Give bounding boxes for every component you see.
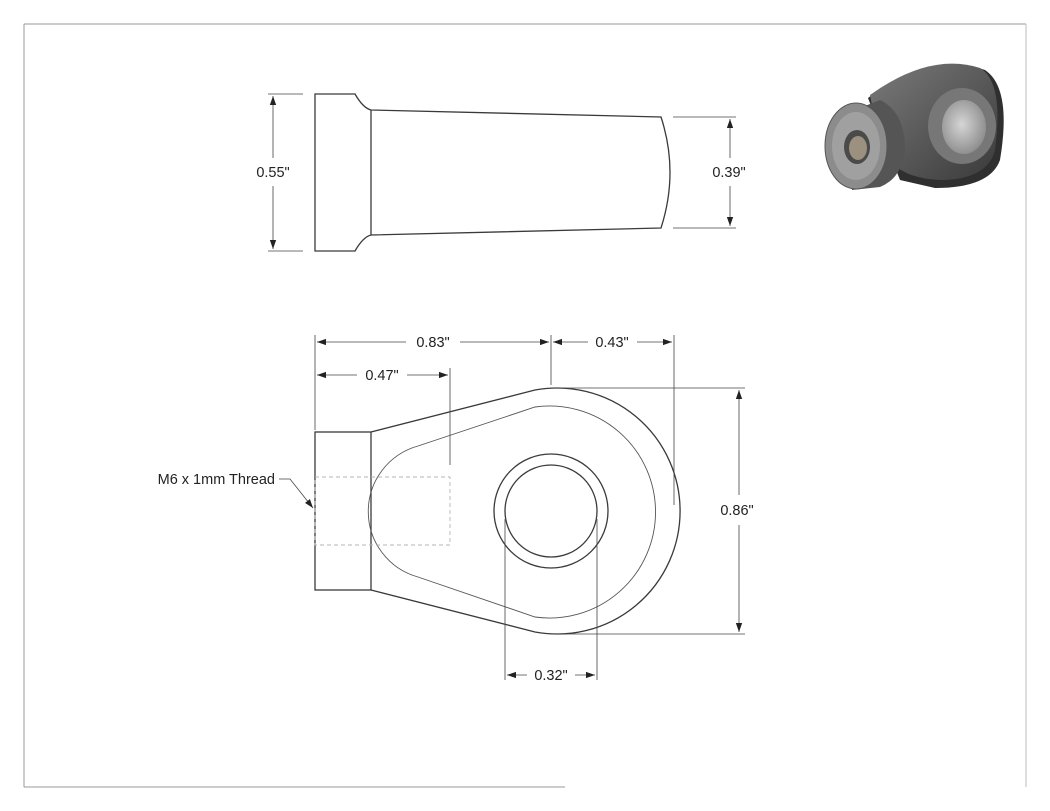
hidden-thread-bore [314,476,451,546]
dim-label-055: 0.55" [256,165,289,181]
dim-eye-offset-043: 0.43" [553,335,675,505]
dim-overall-083: 0.83" [314,335,552,430]
front-view-eye-hole-outer [493,453,609,569]
dim-label-086: 0.86" [720,503,753,519]
front-view-teardrop-inner [367,405,656,619]
top-view-outline [314,93,671,252]
rod-end-eye-3d-icon [824,63,1004,190]
dim-hole-032: 0.32" [504,519,598,684]
dim-eye-height-086: 0.86" [551,387,754,635]
front-view-eye-hole-inner [504,464,598,558]
dim-label-043: 0.43" [595,335,628,351]
dim-label-083: 0.83" [416,335,449,351]
dim-thread-depth-047: 0.47" [317,368,451,465]
iso-eye-hole [942,100,986,154]
dim-label-039: 0.39" [712,165,745,181]
front-view: 0.83" 0.43" 0.47" 0.86" [158,335,754,684]
thread-callout: M6 x 1mm Thread [158,472,314,509]
iso-thread-bore-highlight [849,136,867,160]
dim-label-047: 0.47" [365,368,398,384]
front-view-shank [314,431,372,591]
dim-label-032: 0.32" [534,668,567,684]
thread-callout-label: M6 x 1mm Thread [158,472,275,488]
top-view: 0.55" 0.39" [256,93,746,252]
front-view-teardrop-outer [370,387,681,635]
dim-shaft-039: 0.39" [673,116,746,229]
dim-height-055: 0.55" [256,93,303,252]
sheet-border [23,23,1027,788]
